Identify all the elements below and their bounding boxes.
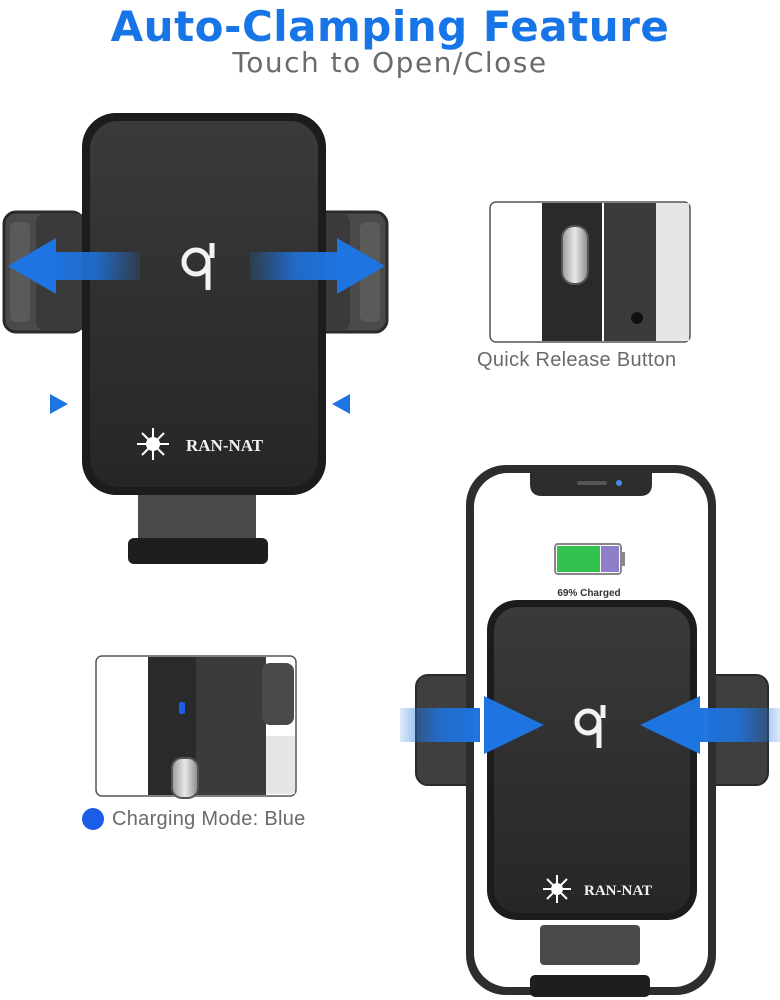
sensor-pointer-right (332, 394, 350, 414)
qi-logo-icon-2 (574, 705, 606, 748)
page-subtitle: Touch to Open/Close (232, 46, 548, 79)
brand-sun-icon (137, 428, 169, 460)
quick-release-button-icon (561, 225, 589, 285)
quick-release-caption: Quick Release Button (477, 349, 677, 371)
charging-indicator-dot (82, 808, 104, 830)
phone-on-mount: 69% Charged RAN-NAT (400, 465, 780, 997)
brand-logo-text: RAN-NAT (186, 436, 264, 455)
clamp-arrow-right (640, 696, 780, 754)
charging-led-icon (179, 702, 185, 714)
mount-base (128, 480, 268, 564)
charging-mode-inset (95, 655, 297, 799)
brand-sun-icon-2 (543, 875, 571, 903)
battery-status-text: 69% Charged (557, 588, 620, 599)
sensor-pointer-left (50, 394, 68, 414)
car-mount-open: RAN-NAT (2, 113, 389, 564)
expand-arrow-right (250, 238, 385, 294)
page-title: Auto-Clamping Feature (110, 2, 670, 51)
quick-release-inset (489, 201, 691, 343)
clamp-arrow-left (400, 696, 544, 754)
charging-mode-caption: Charging Mode: Blue (112, 808, 306, 830)
battery-icon (554, 543, 625, 575)
brand-logo-text-2: RAN-NAT (584, 883, 652, 899)
qi-logo-icon (181, 243, 215, 290)
expand-arrow-left (8, 238, 140, 294)
